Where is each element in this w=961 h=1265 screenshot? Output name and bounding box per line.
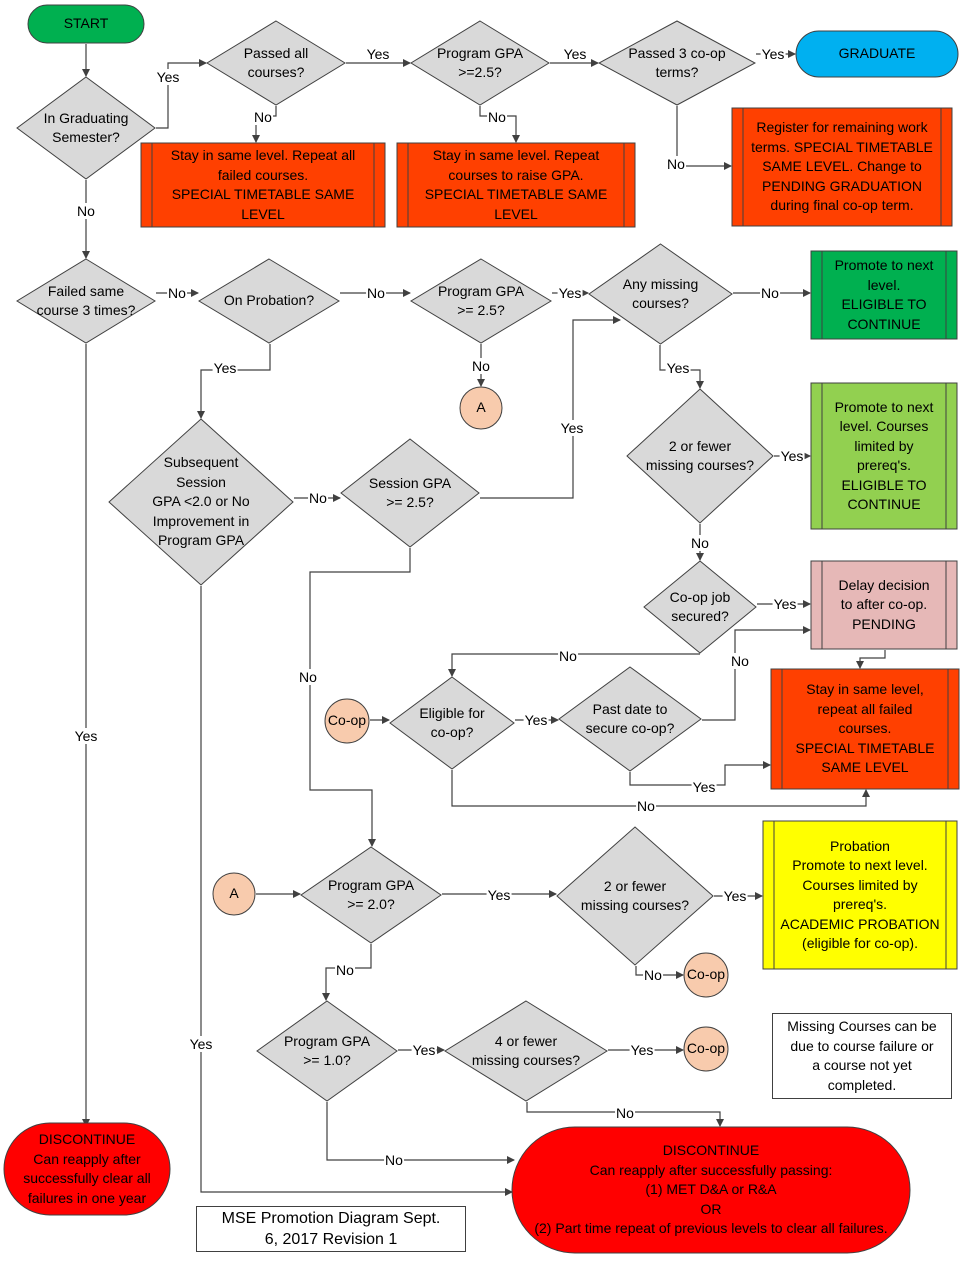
coop-connector-1-connector: Co-op: [683, 952, 729, 998]
edge-label-no: No: [487, 109, 507, 125]
on-probation-decision: On Probation?: [198, 258, 340, 344]
edge-label-no: No: [335, 962, 355, 978]
coop-connector-2-connector: Co-op: [683, 1026, 729, 1072]
edge-label-no: No: [643, 967, 663, 983]
edge-label-yes: Yes: [562, 46, 588, 62]
flow-arrow: [156, 59, 207, 129]
edge-label-no: No: [558, 648, 578, 664]
edge-label-no: No: [366, 285, 386, 301]
edge-label-yes: Yes: [559, 420, 585, 436]
graduate-node: GRADUATE: [795, 30, 959, 78]
flow-arrow: [635, 966, 684, 979]
edge-label-yes: Yes: [365, 46, 391, 62]
edge-label-no: No: [666, 156, 686, 172]
edge-label-no: No: [384, 1152, 404, 1168]
title-box: MSE Promotion Diagram Sept.6, 2017 Revis…: [196, 1206, 466, 1252]
flow-arrow: [448, 653, 700, 677]
flow-arrow: [702, 626, 811, 721]
edge-label-yes: Yes: [73, 728, 99, 744]
start-node: START: [27, 4, 145, 44]
session-gpa-decision: Session GPA>= 2.5?: [340, 438, 480, 548]
edge-label-yes: Yes: [722, 888, 748, 904]
program-gpa-25-mid-decision: Program GPA>= 2.5?: [410, 258, 552, 344]
edge-label-no: No: [760, 285, 780, 301]
flow-arrow: [629, 761, 771, 786]
program-gpa-25-top-decision: Program GPA>=2.5?: [410, 20, 550, 106]
edge-label-yes: Yes: [155, 69, 181, 85]
flow-arrow: [197, 344, 271, 419]
connector-a-top-connector: A: [459, 386, 503, 430]
edge-label-yes: Yes: [411, 1042, 437, 1058]
flow-arrow: [856, 650, 886, 669]
program-gpa-20-decision: Program GPA>= 2.0?: [300, 846, 442, 944]
edge-label-yes: Yes: [188, 1036, 214, 1052]
edge-label-no: No: [308, 490, 328, 506]
edge-label-yes: Yes: [691, 779, 717, 795]
edge-label-yes: Yes: [557, 285, 583, 301]
edge-label-yes: Yes: [772, 596, 798, 612]
edge-label-no: No: [298, 669, 318, 685]
edge-label-yes: Yes: [212, 360, 238, 376]
edge-label-yes: Yes: [665, 360, 691, 376]
edge-label-yes: Yes: [779, 448, 805, 464]
connector-a-bottom-connector: A: [212, 872, 256, 916]
edge-label-no: No: [253, 109, 273, 125]
edge-label-no: No: [730, 653, 750, 669]
edge-label-no: No: [690, 535, 710, 551]
coop-connector-left-connector: Co-op: [324, 698, 370, 744]
edge-label-yes: Yes: [629, 1042, 655, 1058]
flow-arrow: [200, 586, 513, 1196]
flow-arrow: [480, 316, 621, 499]
edge-label-yes: Yes: [760, 46, 786, 62]
program-gpa-10-decision: Program GPA>= 1.0?: [256, 1000, 398, 1102]
edge-label-no: No: [615, 1105, 635, 1121]
edge-label-no: No: [76, 203, 96, 219]
edge-label-no: No: [471, 358, 491, 374]
flow-arrow: [326, 1102, 515, 1164]
flow-arrow: [451, 770, 870, 807]
edge-label-no: No: [167, 285, 187, 301]
edge-label-yes: Yes: [486, 887, 512, 903]
edge-label-yes: Yes: [523, 712, 549, 728]
edge-label-no: No: [636, 798, 656, 814]
